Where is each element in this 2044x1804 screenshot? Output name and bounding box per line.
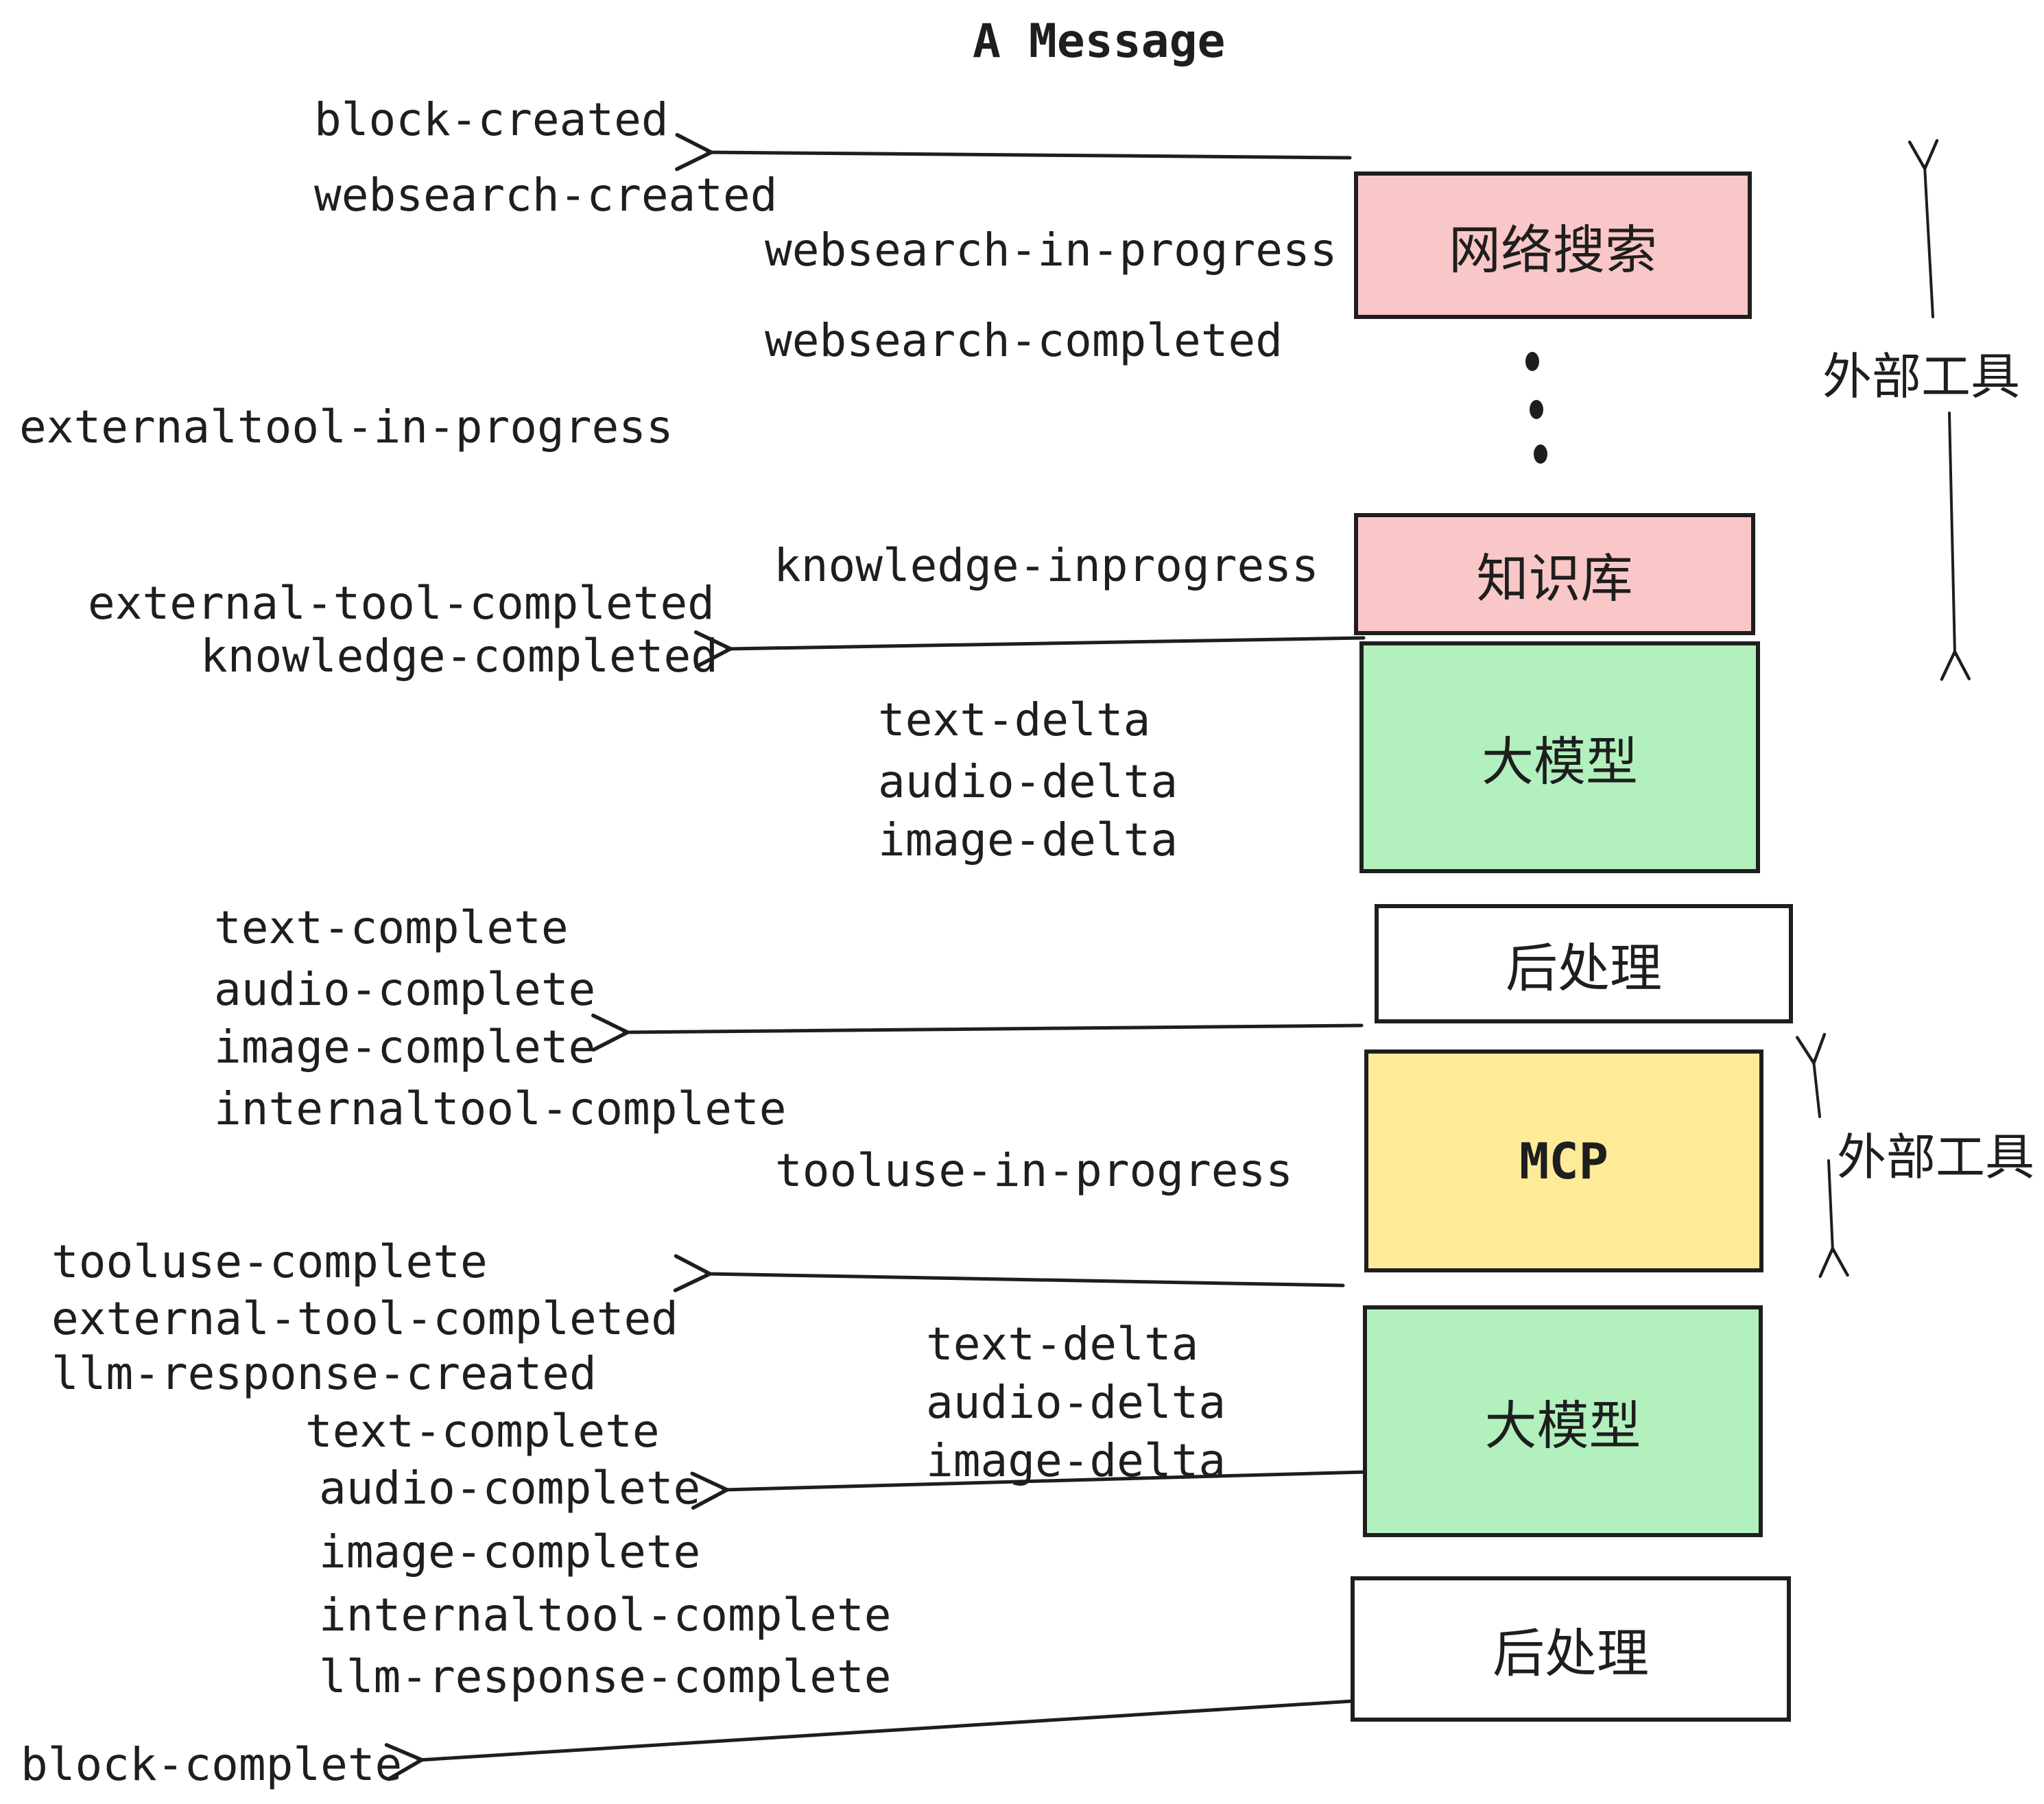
box-knowledge-label: 知识库 — [1476, 548, 1633, 609]
event-externaltool-in-progress: externaltool-in-progress — [19, 401, 674, 453]
event-external-tool-completed-2: external-tool-completed — [51, 1292, 678, 1345]
event-internaltool-complete: internaltool-complete — [214, 1082, 787, 1135]
event-websearch-created: websearch-created — [314, 169, 778, 222]
event-internaltool-complete-2: internaltool-complete — [319, 1589, 892, 1641]
arrow-mcp-to-tooluse-complete — [673, 1254, 1345, 1292]
event-audio-delta-2: audio-delta — [926, 1376, 1226, 1429]
box-mcp-label: MCP — [1519, 1132, 1609, 1190]
event-audio-complete-2: audio-complete — [319, 1462, 701, 1515]
event-knowledge-inprogress: knowledge-inprogress — [774, 539, 1319, 592]
event-audio-complete: audio-complete — [214, 963, 596, 1016]
event-llm-response-complete: llm-response-complete — [319, 1650, 892, 1703]
external-tools-label-top: 外部工具 — [1822, 348, 2021, 405]
event-external-tool-completed: external-tool-completed — [88, 577, 715, 630]
box-postprocess-1-label: 后处理 — [1506, 938, 1662, 999]
event-image-delta-2: image-delta — [926, 1434, 1226, 1487]
vertical-ellipsis-dots — [1525, 352, 1547, 464]
event-tooluse-in-progress: tooluse-in-progress — [775, 1144, 1293, 1197]
event-image-complete-2: image-complete — [319, 1526, 701, 1578]
box-websearch: 网络搜索 — [1354, 171, 1752, 319]
event-websearch-completed: websearch-completed — [765, 314, 1283, 367]
box-llm-2-label: 大模型 — [1484, 1395, 1641, 1456]
box-knowledge: 知识库 — [1354, 513, 1755, 635]
box-llm-1: 大模型 — [1359, 641, 1760, 873]
arrow-post2-to-block-complete — [384, 1699, 1355, 1781]
arrow-external-tools-up — [1908, 139, 1939, 318]
box-websearch-label: 网络搜索 — [1449, 219, 1657, 281]
event-text-complete: text-complete — [214, 901, 569, 954]
event-text-delta: text-delta — [878, 693, 1151, 746]
external-tools-label-mid: 外部工具 — [1837, 1128, 2035, 1186]
event-websearch-in-progress: websearch-in-progress — [765, 224, 1338, 276]
arrow-external-tools-down — [1940, 412, 1971, 681]
event-audio-delta: audio-delta — [878, 755, 1178, 808]
event-tooluse-complete: tooluse-complete — [51, 1235, 488, 1288]
event-image-complete: image-complete — [214, 1021, 596, 1073]
box-mcp: MCP — [1364, 1049, 1763, 1272]
event-block-complete: block-complete — [21, 1738, 403, 1791]
event-llm-response-created: llm-response-created — [51, 1347, 597, 1400]
event-text-delta-2: text-delta — [926, 1318, 1199, 1370]
arrow-llm1-to-knowledge-completed — [693, 630, 1366, 669]
event-block-created: block-created — [314, 93, 669, 146]
event-image-delta: image-delta — [878, 814, 1178, 866]
arrow-external-tools-mid-up — [1795, 1032, 1827, 1118]
event-text-complete-2: text-complete — [305, 1405, 660, 1458]
arrow-post1-to-image-complete — [591, 1013, 1364, 1052]
event-knowledge-completed: knowledge-completed — [200, 630, 718, 683]
arrow-external-tools-mid-down — [1818, 1159, 1849, 1279]
box-postprocess-2-label: 后处理 — [1493, 1623, 1649, 1684]
box-llm-1-label: 大模型 — [1482, 731, 1638, 792]
arrow-websearch-box-to-created-events — [675, 132, 1352, 171]
box-postprocess-2: 后处理 — [1351, 1576, 1791, 1722]
box-llm-2: 大模型 — [1363, 1305, 1763, 1537]
box-postprocess-1: 后处理 — [1375, 904, 1793, 1023]
page-title: A Message — [973, 14, 1226, 69]
